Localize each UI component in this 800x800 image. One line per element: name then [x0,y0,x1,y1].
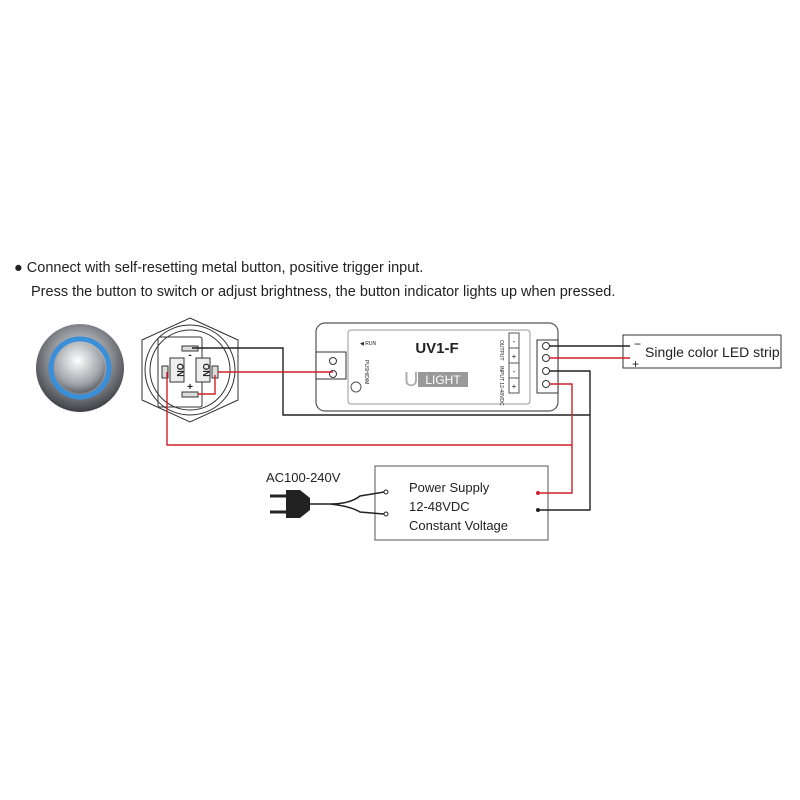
output-minus: - [513,337,516,346]
metal-button-image [36,324,124,412]
controller-model: UV1-F [415,340,458,357]
led-plus: + [632,357,639,371]
led-strip-box [622,334,782,369]
wires [166,345,630,512]
switch-back-view [141,317,239,423]
led-minus: − [634,337,641,351]
switch-minus-label: - [188,350,191,361]
ac-input-label: AC100-240V [266,470,341,485]
run-indicator-label: ◀ RUN [360,341,376,347]
brand-logo: LIGHT [425,373,461,387]
led-strip-label: Single color LED strip [645,344,780,360]
brand-logo-u: U [404,369,418,391]
switch-on-right-label: ON [201,363,211,377]
switch-on-left-label: ON [175,363,185,377]
output-plus: + [512,352,517,361]
input-label: INPUT 12-48VDC [498,366,504,406]
instruction-line-1: ● Connect with self-resetting metal butt… [14,260,424,276]
output-label: OUTPUT [498,340,504,361]
instruction-line-2: Press the button to switch or adjust bri… [31,284,616,300]
ac-plug-icon [270,489,389,518]
push-dim-label: PUSH/DIM [363,360,369,384]
input-minus: - [513,367,516,376]
ps-line-1: Power Supply [409,480,490,495]
switch-plus-label: + [187,382,193,393]
ps-line-3: Constant Voltage [409,518,508,533]
input-plus: + [512,382,517,391]
power-supply-box [374,465,549,541]
controller-uv1-f [315,322,559,412]
ps-line-2: 12-48VDC [409,499,470,514]
